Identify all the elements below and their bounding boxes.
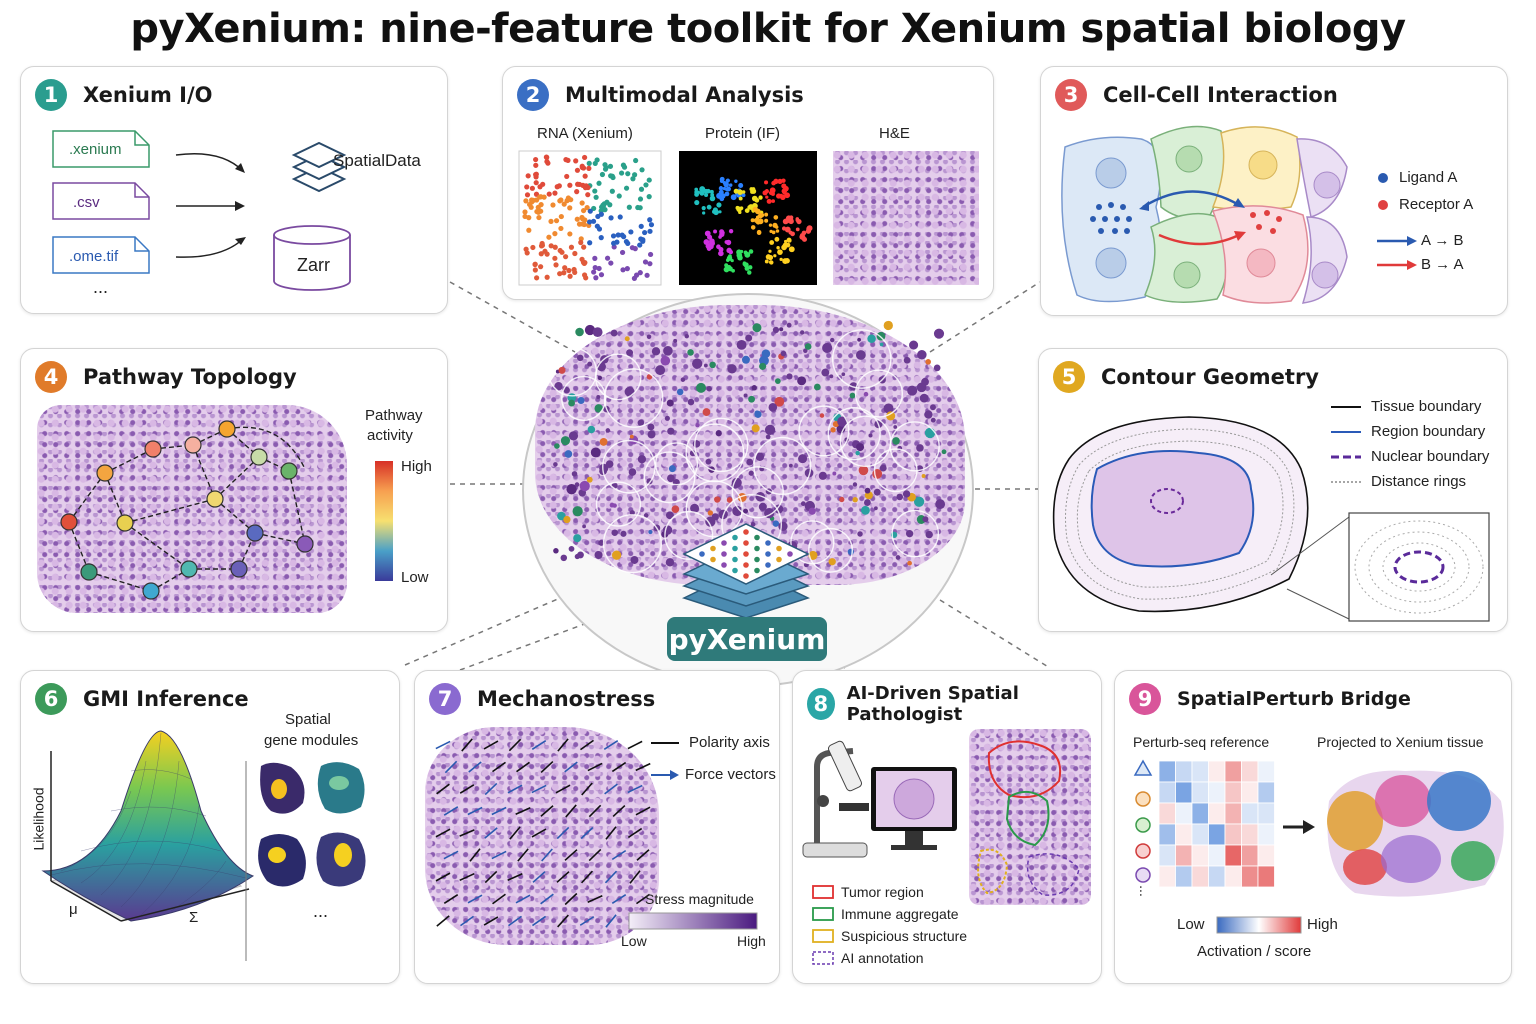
he-image: [833, 151, 979, 285]
axis-sigma: Σ: [189, 909, 199, 926]
panel-title: Xenium I/O: [83, 83, 213, 107]
legend-ligand: Ligand A: [1399, 169, 1458, 186]
perturb-ref-title: Perturb-seq reference: [1133, 734, 1270, 750]
score-title: Activation / score: [1197, 943, 1312, 960]
panel-title: Pathway Topology: [83, 365, 297, 389]
legend-immune: Immune aggregate: [841, 906, 959, 922]
stress-high: High: [737, 933, 766, 949]
panel-title: Multimodal Analysis: [565, 83, 804, 107]
panel-number: 5: [1053, 361, 1085, 393]
file-more: ...: [93, 277, 109, 297]
panel-number: 9: [1129, 683, 1161, 715]
scale-title-line2: activity: [367, 427, 413, 444]
stress-title: Stress magnitude: [645, 891, 754, 907]
panel-number: 8: [807, 688, 835, 720]
panel-contour: 5 Contour Geometry Tissue boundary Regio…: [1038, 348, 1508, 632]
panel-spatialperturb: 9 SpatialPerturb Bridge Perturb-seq refe…: [1114, 670, 1512, 984]
panel-gmi: 6 GMI Inference Likelihood: [20, 670, 400, 984]
panel-multimodal: 2 Multimodal Analysis RNA (Xenium) Prote…: [502, 66, 994, 300]
score-high: High: [1307, 916, 1338, 933]
output-zarr: Zarr: [297, 255, 330, 275]
file-icons: [52, 130, 351, 291]
protein-image: [679, 151, 817, 285]
axis-mu: μ: [69, 901, 78, 918]
panel-number: 7: [429, 683, 461, 715]
legend-distance-rings: Distance rings: [1371, 473, 1467, 490]
modules-title-line2: gene modules: [264, 732, 359, 749]
likelihood-surface: [41, 730, 366, 961]
modules-more: ...: [313, 901, 329, 921]
modules-title-line1: Spatial: [285, 711, 331, 728]
perturb-more: ...: [1136, 885, 1153, 897]
legend-region-boundary: Region boundary: [1371, 423, 1486, 440]
annotation-overlay: [977, 740, 1080, 896]
database-icon: [273, 225, 351, 291]
projected-title: Projected to Xenium tissue: [1317, 734, 1484, 750]
output-spatialdata: SpatialData: [333, 151, 421, 170]
legend-ai-annotation: AI annotation: [841, 950, 924, 966]
mechano-legend: [628, 742, 758, 930]
panel-ai-pathologist: 8 AI-Driven Spatial Pathologist Tumor re…: [792, 670, 1102, 984]
mod-rna-label: RNA (Xenium): [537, 125, 633, 142]
score-low: Low: [1177, 916, 1205, 933]
panel-title: SpatialPerturb Bridge: [1177, 688, 1411, 710]
panel-title: Cell-Cell Interaction: [1103, 83, 1338, 107]
annotated-tissue: [969, 729, 1091, 905]
legend-a-to-b: A → B: [1421, 232, 1464, 249]
pathway-graph: [60, 420, 393, 600]
legend-tissue-boundary: Tissue boundary: [1371, 398, 1482, 415]
figure-title: pyXenium: nine-feature toolkit for Xeniu…: [130, 6, 1406, 52]
panel-number: 3: [1055, 79, 1087, 111]
panel-xenium-io: 1 Xenium I/O .xenium .csv .ome.tif ... S…: [20, 66, 448, 314]
rna-image: [518, 150, 662, 286]
scale-title-line1: Pathway: [365, 407, 423, 424]
panel-number: 4: [35, 361, 67, 393]
scale-high: High: [401, 458, 432, 475]
legend-force: Force vectors: [685, 766, 776, 783]
legend-tumor: Tumor region: [841, 884, 924, 900]
legend-receptor: Receptor A: [1399, 196, 1474, 213]
stress-low: Low: [621, 933, 647, 949]
panel-number: 2: [517, 79, 549, 111]
file-ome-tif: .ome.tif: [69, 248, 119, 265]
panel-number: 6: [35, 683, 67, 715]
scale-low: Low: [401, 569, 429, 586]
panel-title: Contour Geometry: [1101, 365, 1319, 389]
mod-he-label: H&E: [879, 125, 910, 142]
cell-diagram: [1061, 125, 1417, 304]
panel-number: 1: [35, 79, 67, 111]
mechano-tissue: [425, 727, 659, 945]
mod-protein-label: Protein (IF): [705, 125, 781, 142]
file-xenium: .xenium: [69, 141, 122, 158]
legend-b-to-a: B → A: [1421, 256, 1464, 273]
ai-legend: [812, 885, 834, 965]
contour-diagram: [1052, 406, 1490, 622]
panel-title: AI-Driven Spatial Pathologist: [846, 683, 1019, 725]
panel-cell-cell: 3 Cell-Cell Interaction: [1040, 66, 1508, 316]
panel-pathway: 4 Pathway Topology: [20, 348, 448, 632]
legend-suspicious: Suspicious structure: [841, 928, 968, 944]
panel-mechanostress: 7 Mechanostress Polarity axis Force vect…: [414, 670, 780, 984]
file-csv: .csv: [73, 194, 100, 211]
legend-polarity: Polarity axis: [689, 734, 770, 751]
layers-icon: [291, 141, 347, 193]
panel-title: GMI Inference: [83, 687, 249, 711]
force-field: [435, 738, 651, 928]
panel-title: Mechanostress: [477, 687, 656, 711]
microscope-monitor-icon: [802, 740, 957, 858]
center-label: pyXenium: [667, 617, 827, 661]
pyxenium-logo-icon: [681, 523, 811, 619]
perturb-heatmap: [1133, 759, 1504, 934]
legend-nuclear-boundary: Nuclear boundary: [1371, 448, 1490, 465]
axis-likelihood: Likelihood: [30, 787, 47, 851]
